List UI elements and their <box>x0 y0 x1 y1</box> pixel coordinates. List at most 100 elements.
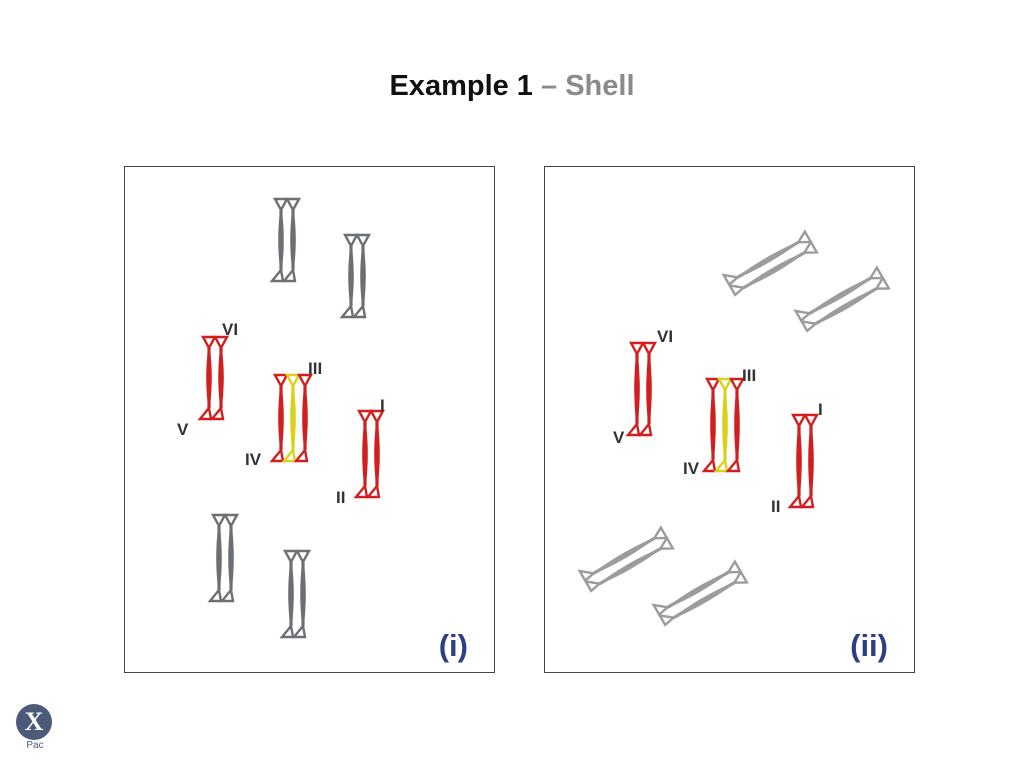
molecule-rod-red <box>209 335 230 421</box>
molecule-end-cap <box>874 275 891 290</box>
molecule-rod-core <box>808 276 872 315</box>
molecule-rod-grey <box>727 239 819 297</box>
slide-title: Example 1 – Shell <box>0 70 1024 103</box>
molecule-rod-red <box>637 341 658 437</box>
molecule-rod-core <box>598 547 662 586</box>
molecule-rod-red <box>787 413 808 509</box>
molecule-end-cap <box>716 377 734 393</box>
molecule-end-cap <box>725 457 741 473</box>
grey-molecule-pair <box>269 197 302 283</box>
molecule-end-cap <box>704 377 722 393</box>
molecule-rod-grey <box>799 275 891 333</box>
logo-emblem: X <box>16 704 52 740</box>
molecule-rod-red <box>353 409 374 499</box>
molecule-rod-red <box>365 409 386 499</box>
molecule-end-cap <box>796 229 813 244</box>
label-iii: III <box>742 366 756 385</box>
molecule-end-cap <box>354 233 372 249</box>
red-molecule-pair-i-ii <box>787 413 820 509</box>
molecule-end-cap <box>294 549 312 565</box>
molecule-rod-red <box>799 413 820 509</box>
molecule-rod-grey <box>721 229 813 287</box>
molecule-end-cap <box>727 283 747 297</box>
molecule-end-cap <box>272 197 290 213</box>
molecule-end-cap <box>868 265 885 280</box>
molecule-end-cap <box>657 613 677 627</box>
molecule-end-cap <box>342 233 360 249</box>
label-v: V <box>613 428 625 447</box>
molecule-end-cap <box>368 409 386 425</box>
molecule-rod-red <box>197 335 218 421</box>
molecule-rod-grey <box>793 265 885 323</box>
molecule-end-cap <box>284 373 302 389</box>
molecule-end-cap <box>732 569 749 584</box>
molecule-end-cap <box>291 623 307 639</box>
molecule-end-cap <box>799 319 819 333</box>
molecule-rod-red <box>701 377 722 473</box>
molecule-end-cap <box>625 421 641 437</box>
molecule-rod-grey <box>269 197 290 283</box>
label-iv: IV <box>245 450 262 469</box>
molecule-end-cap <box>726 559 743 574</box>
molecule-rod-yellow <box>281 373 302 463</box>
xpac-logo: X Pac <box>14 704 56 756</box>
red-yellow-molecule-trio-iii-iv <box>701 377 746 473</box>
label-vi: VI <box>222 320 238 339</box>
molecule-end-cap <box>279 623 295 639</box>
molecule-end-cap <box>351 303 367 319</box>
tilted-grey-molecule-pair <box>793 265 891 333</box>
molecule-end-cap <box>200 335 218 351</box>
molecule-end-cap <box>793 309 813 323</box>
molecule-rod-core <box>666 570 730 609</box>
molecule-end-cap <box>728 377 746 393</box>
grey-molecule-pair <box>339 233 372 319</box>
molecule-end-cap <box>272 373 290 389</box>
grey-molecule-pair <box>279 549 312 639</box>
molecule-rod-grey <box>351 233 372 319</box>
tilted-grey-molecule-pair <box>651 559 749 627</box>
panel-ii: VI V III IV I II (ii) <box>544 166 915 673</box>
molecule-rod-red <box>725 377 746 473</box>
red-yellow-molecule-trio-iii-iv <box>269 373 314 463</box>
molecule-end-cap <box>628 341 646 357</box>
molecule-rod-grey <box>651 559 743 617</box>
molecule-end-cap <box>658 535 675 550</box>
molecule-end-cap <box>293 447 309 463</box>
molecule-rod-grey <box>577 525 669 583</box>
molecule-end-cap <box>353 483 369 499</box>
label-i: I <box>380 396 385 415</box>
molecule-end-cap <box>365 483 381 499</box>
molecule-end-cap <box>651 603 671 617</box>
molecule-end-cap <box>284 197 302 213</box>
tilted-grey-molecule-pair <box>721 229 819 297</box>
molecule-rod-core <box>672 581 736 620</box>
tilted-grey-molecule-pair <box>577 525 675 593</box>
molecule-end-cap <box>209 405 225 421</box>
molecule-end-cap <box>281 267 297 283</box>
molecule-packing-diagram-i: VI V III IV I II <box>177 197 386 639</box>
molecule-end-cap <box>583 579 603 593</box>
molecule-end-cap <box>212 335 230 351</box>
panel-label-i: (i) <box>438 628 468 663</box>
molecule-end-cap <box>356 409 374 425</box>
molecule-end-cap <box>701 457 717 473</box>
molecule-end-cap <box>197 405 213 421</box>
molecule-rod-red <box>625 341 646 437</box>
title-main: Example 1 <box>389 70 533 102</box>
molecule-end-cap <box>802 239 819 254</box>
molecule-end-cap <box>282 549 300 565</box>
molecule-end-cap <box>296 373 314 389</box>
molecule-packing-diagram-ii: VI V III IV I II <box>577 229 891 627</box>
logo-glyph: X <box>24 707 44 736</box>
label-i: I <box>818 400 823 419</box>
grey-molecule-pair <box>207 513 240 603</box>
molecule-end-cap <box>637 421 653 437</box>
molecule-rod-grey <box>279 549 300 639</box>
molecule-end-cap <box>339 303 355 319</box>
label-ii: II <box>336 488 345 507</box>
molecule-rod-core <box>742 251 806 290</box>
molecule-rod-core <box>814 287 878 326</box>
molecule-rod-red <box>293 373 314 463</box>
molecule-end-cap <box>269 267 285 283</box>
molecule-rod-grey <box>339 233 360 319</box>
